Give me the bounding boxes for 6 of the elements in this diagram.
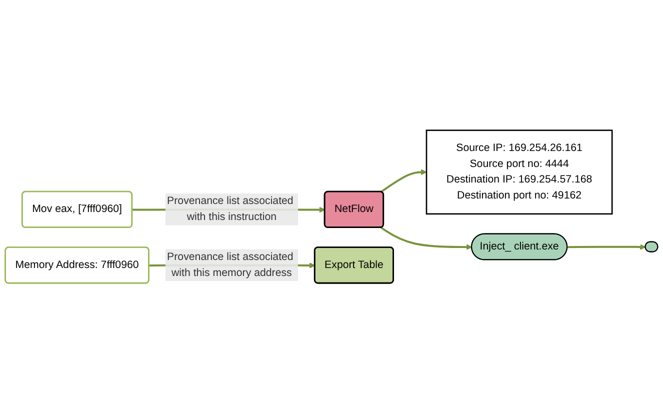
- edge-label: Provenance list associated with this memory address: [167, 251, 294, 278]
- arrow: [567, 244, 646, 250]
- arrow: [380, 226, 472, 250]
- node-box: Source IP: 169.254.26.161 Source port no: 4444 Destination IP: 169.254.57.168 Destination port no: 49162: [426, 129, 613, 214]
- edge-label: Provenance list associated with this instruction: [167, 195, 294, 223]
- arrow: [380, 169, 427, 193]
